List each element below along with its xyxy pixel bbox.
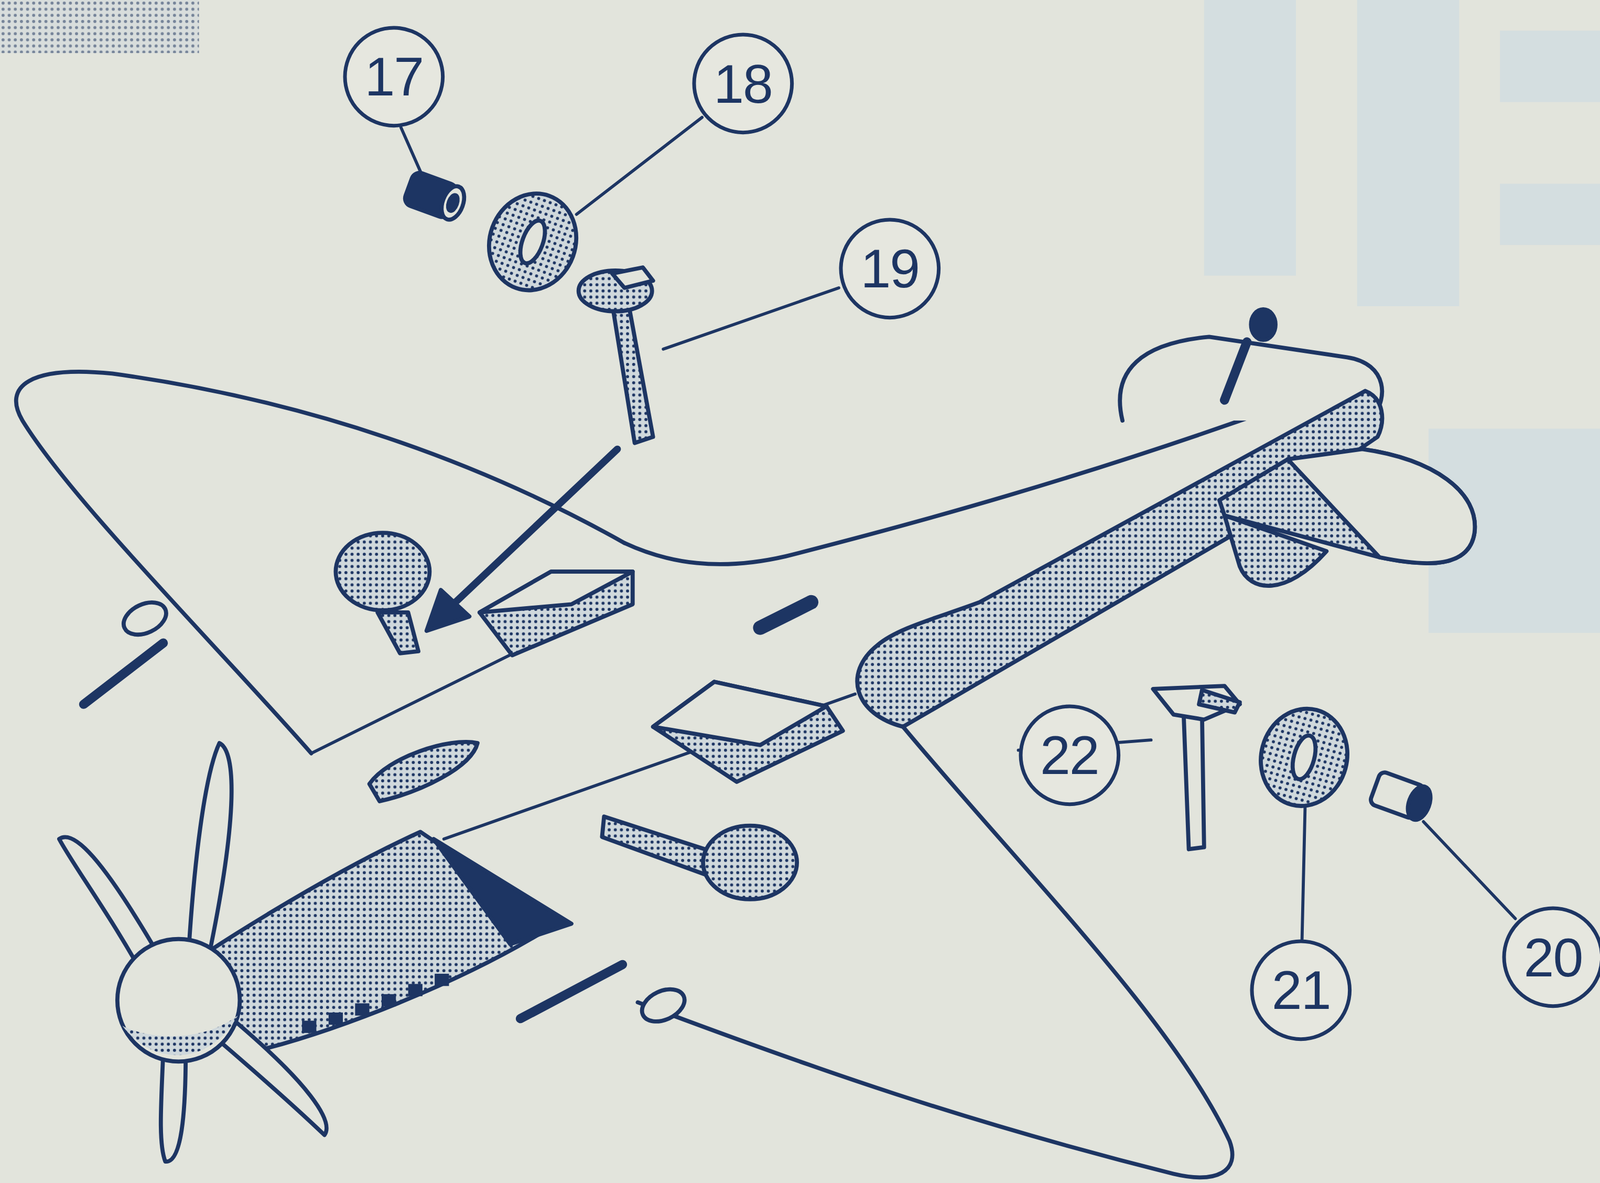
callout-circle: 21	[1249, 938, 1353, 1042]
callout-number: 21	[1271, 962, 1331, 1018]
leader-line	[1423, 821, 1516, 919]
cannon-fairing	[636, 982, 690, 1028]
callout-circle: 22	[1018, 704, 1121, 807]
wheel-hole	[515, 217, 550, 267]
exhaust-stub	[354, 1002, 370, 1015]
exhaust-stub	[381, 993, 396, 1007]
wing-slot	[760, 601, 812, 628]
callout-number: 18	[713, 56, 773, 112]
gear-leg-tab	[612, 267, 654, 288]
propeller	[59, 742, 327, 1162]
propeller-blade	[219, 1022, 327, 1135]
hub-face	[437, 182, 469, 223]
header-bar	[0, 0, 200, 53]
gear-leg-part	[1183, 714, 1205, 850]
fuselage-underside	[857, 391, 1382, 727]
propeller-spinner	[117, 938, 241, 1062]
leader-line	[1302, 806, 1306, 939]
leader-line	[663, 287, 839, 350]
gear-door	[703, 825, 797, 900]
hub-part	[402, 170, 469, 223]
tail-fairing	[1224, 515, 1327, 586]
cowling-shadow	[433, 838, 572, 944]
tail-wheel	[1250, 309, 1276, 340]
exhaust-stub	[328, 1012, 343, 1025]
hub-hole	[446, 193, 460, 213]
wheel-part	[475, 181, 590, 304]
wheel-bay	[653, 681, 843, 782]
hub-part	[1369, 770, 1435, 823]
exhaust-stub	[408, 983, 423, 996]
wing-outline	[16, 371, 625, 753]
wheel-part	[1249, 698, 1358, 816]
callout-circle: 20	[1501, 905, 1600, 1009]
exhaust-stub	[434, 973, 449, 986]
leader-line	[576, 117, 702, 215]
gear-leg-tab	[1198, 689, 1240, 713]
wheel-bay-top	[479, 571, 633, 613]
cannon-barrel	[520, 964, 623, 1019]
exhaust-stub	[301, 1020, 317, 1033]
callout-ring	[1504, 907, 1600, 1007]
spinner-shade	[122, 1015, 239, 1056]
watermark-block	[1499, 30, 1600, 102]
wing-outline	[638, 726, 1233, 1177]
gear-leg-part	[612, 304, 654, 443]
propeller-blade	[188, 742, 232, 955]
radiator	[369, 741, 478, 802]
wheel-bay	[479, 571, 633, 656]
callout-number: 17	[364, 49, 424, 104]
fitting-arrow	[448, 448, 618, 609]
cannon-barrel	[83, 642, 164, 705]
watermark-block	[1204, 0, 1296, 276]
fitting-arrowhead	[426, 589, 470, 631]
callout-ring	[694, 34, 793, 133]
hub-face	[1403, 783, 1435, 824]
wheel-bay-top	[653, 681, 827, 745]
gear-door-stem	[377, 612, 419, 654]
propeller-blade	[160, 1051, 186, 1162]
gear-door	[335, 532, 430, 611]
callout-number: 20	[1523, 930, 1583, 985]
callout-ring	[1020, 706, 1119, 805]
cannon-fairing	[118, 596, 172, 642]
gear-door-stem	[601, 816, 715, 878]
watermark-block	[1357, 0, 1460, 307]
wheel-hole	[1288, 732, 1321, 782]
leader-line	[401, 127, 421, 172]
watermark-block	[1499, 183, 1600, 245]
callout-number: 22	[1040, 727, 1099, 783]
watermark-shapes	[0, 0, 1600, 633]
tail-wheel-strut	[1224, 341, 1248, 400]
callout-ring	[1251, 941, 1350, 1040]
callout-ring	[344, 27, 443, 126]
callout-circle: 19	[838, 217, 942, 320]
callout-ring	[840, 219, 939, 318]
gear-leg-top	[1152, 685, 1240, 720]
callout-circle: 18	[692, 32, 795, 135]
callout-number: 19	[860, 241, 920, 296]
exhaust-stubs	[301, 973, 449, 1033]
callout-circle: 17	[342, 25, 446, 128]
